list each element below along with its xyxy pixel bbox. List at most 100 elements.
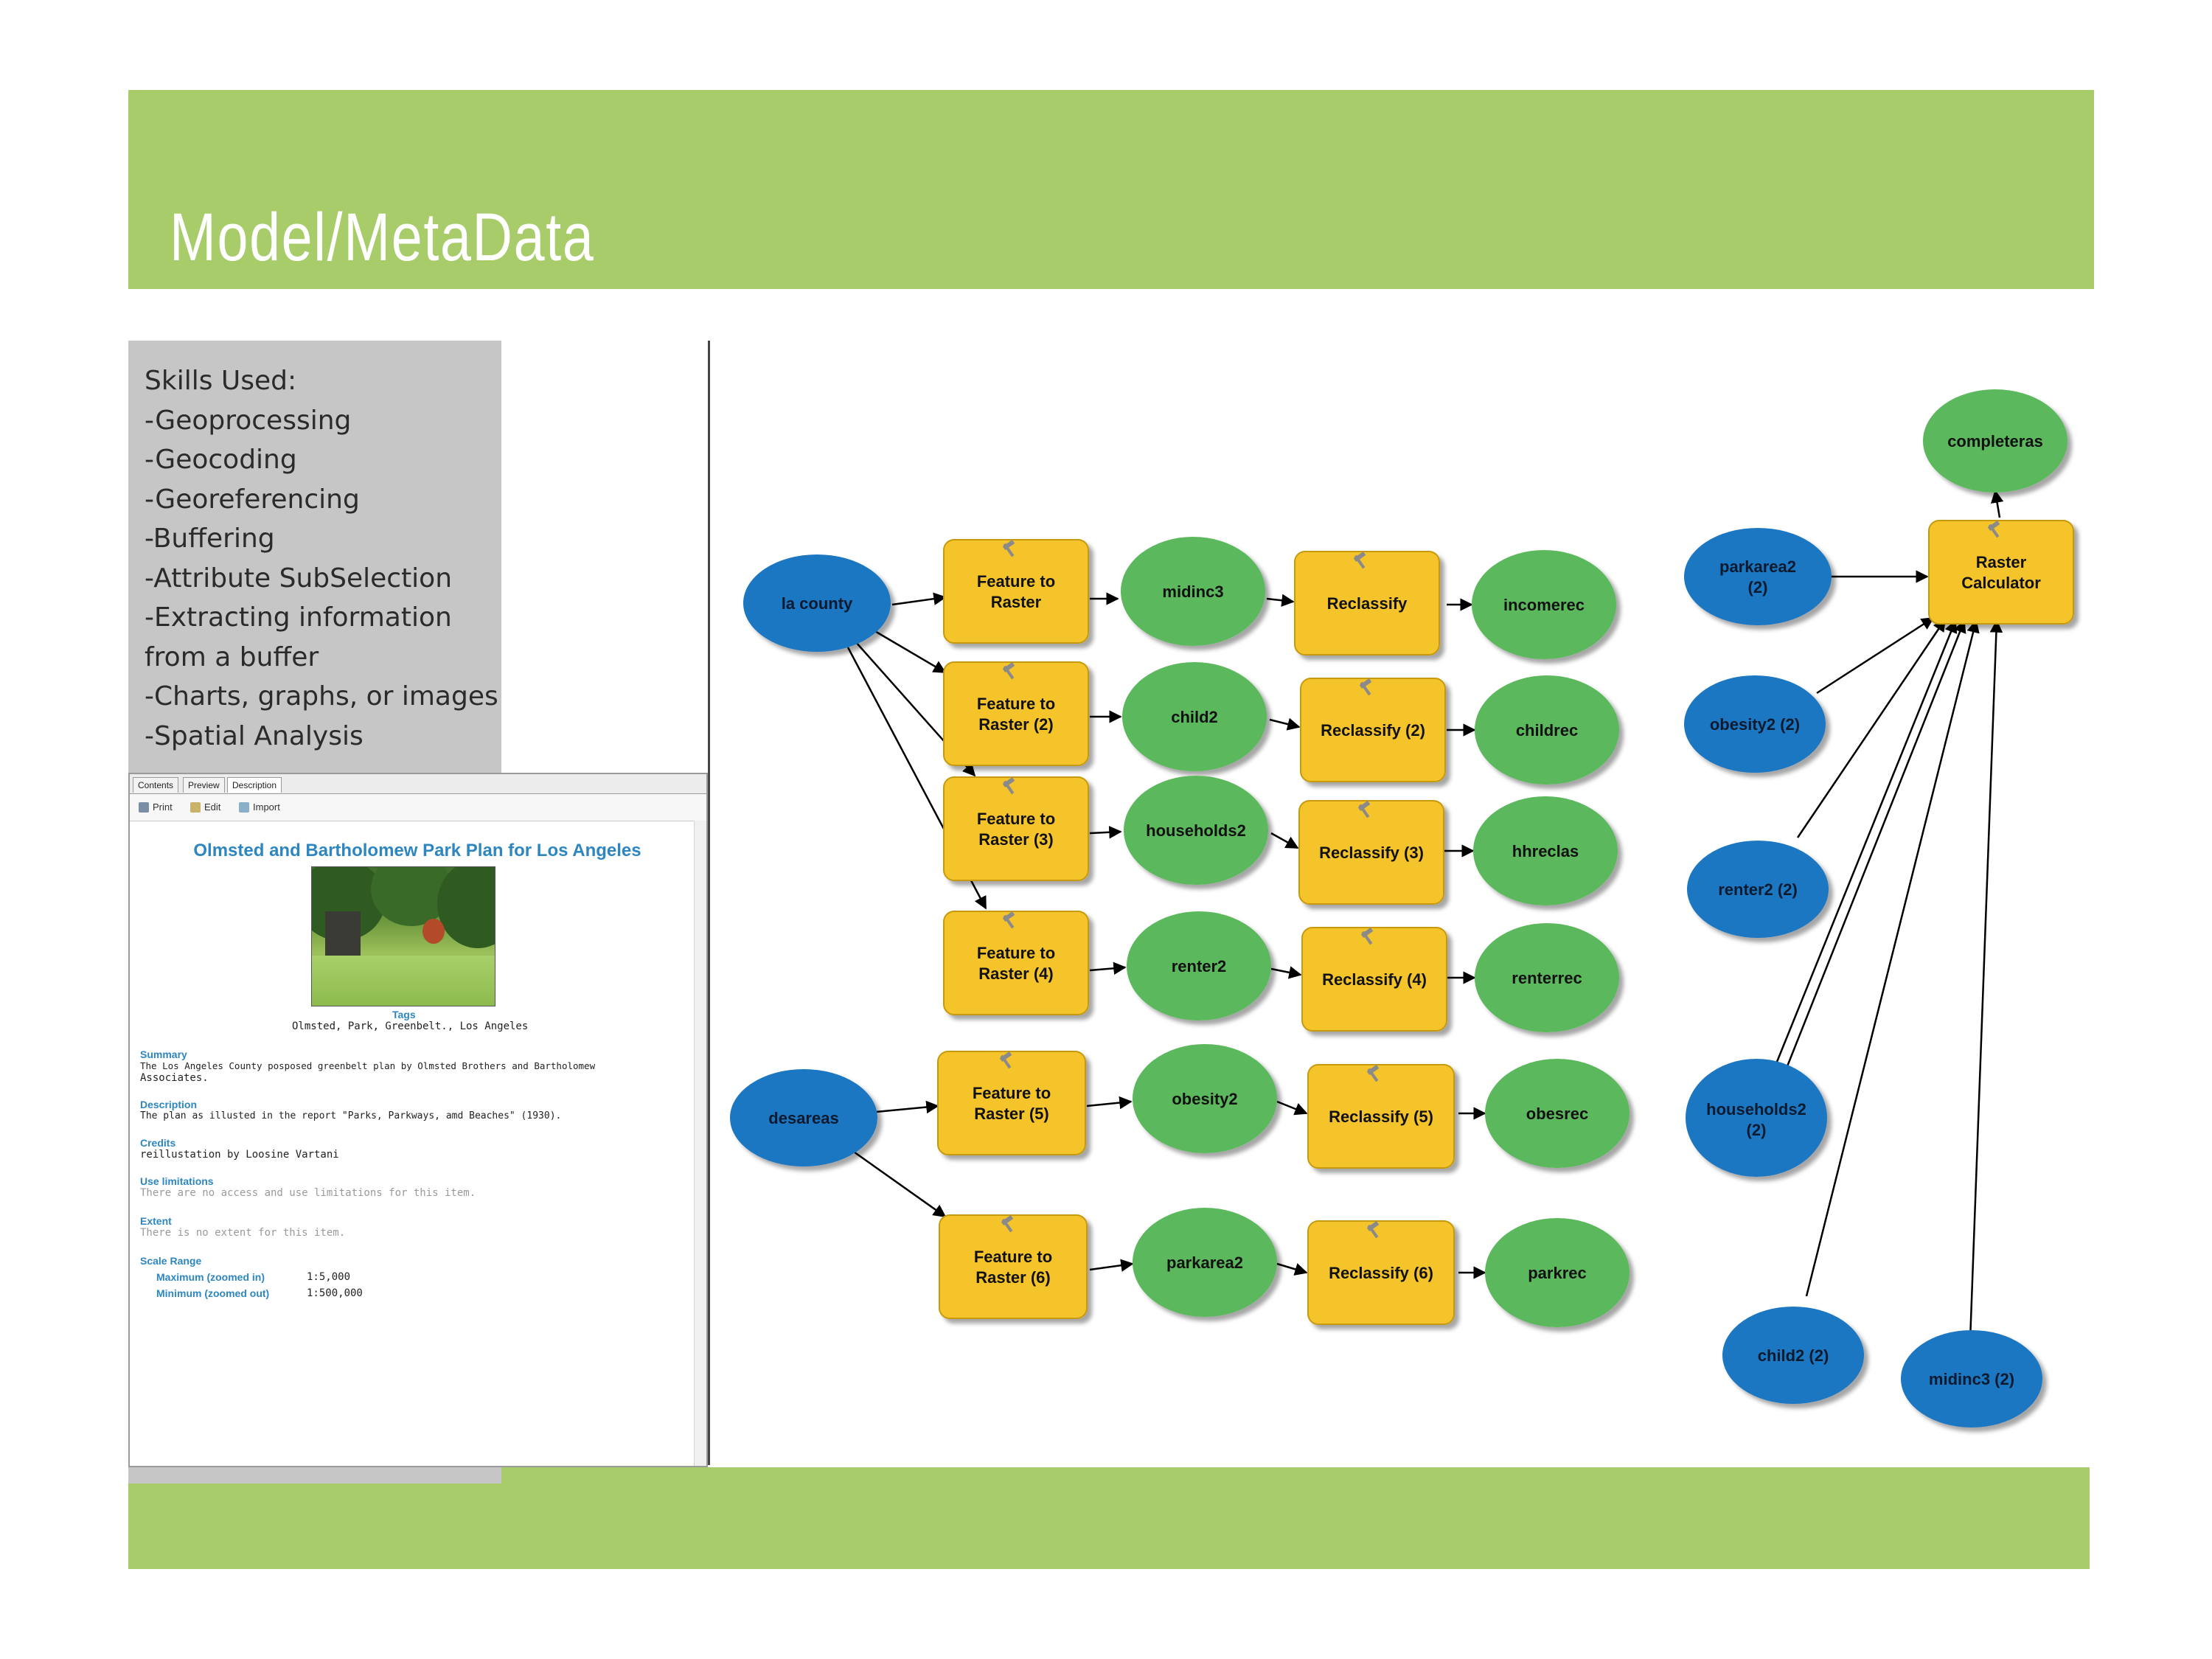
tool-feature-to-raster-2[interactable] bbox=[943, 661, 1089, 766]
output-hhreclas[interactable] bbox=[1473, 796, 1618, 905]
node-label: (2) bbox=[1747, 1121, 1767, 1139]
node-label: obesity2 (2) bbox=[1710, 715, 1800, 734]
node-label: desareas bbox=[768, 1109, 838, 1127]
node-label: Reclassify (6) bbox=[1329, 1264, 1433, 1282]
input-child2-2[interactable] bbox=[1722, 1307, 1864, 1404]
tool-raster-calculator[interactable] bbox=[1928, 520, 2074, 625]
skill-item: -Charts, graphs, or images bbox=[145, 681, 498, 712]
node-label: childrec bbox=[1516, 721, 1578, 740]
node-label: incomerec bbox=[1503, 596, 1585, 614]
input-households2-2[interactable] bbox=[1686, 1059, 1827, 1177]
node-label: households2 bbox=[1146, 821, 1246, 840]
input-desareas[interactable] bbox=[730, 1069, 877, 1166]
hammer-icon bbox=[1366, 1064, 1380, 1082]
connector bbox=[851, 1149, 947, 1218]
output-parkrec[interactable] bbox=[1485, 1218, 1630, 1327]
skill-item: from a buffer bbox=[145, 641, 319, 672]
hammer-icon bbox=[999, 1051, 1012, 1069]
output-midinc3[interactable] bbox=[1121, 537, 1265, 646]
catalog-scrollbar[interactable] bbox=[694, 821, 706, 1466]
hammer-icon bbox=[1002, 661, 1015, 680]
import-icon bbox=[239, 802, 249, 813]
node-label: obesity2 bbox=[1172, 1090, 1237, 1108]
skills-list: Skills Used: -Geoprocessing -Geocoding -… bbox=[145, 361, 506, 756]
tool-feature-to-raster-6[interactable] bbox=[939, 1214, 1088, 1319]
input-obesity2-2[interactable] bbox=[1684, 675, 1826, 773]
connector bbox=[1270, 832, 1299, 849]
skill-item: -Georeferencing bbox=[145, 484, 360, 515]
connector bbox=[873, 629, 947, 674]
node-label: (2) bbox=[1748, 578, 1768, 597]
output-completeras[interactable] bbox=[1923, 389, 2067, 493]
skill-item: -Buffering bbox=[145, 524, 275, 554]
node-label: Reclassify (4) bbox=[1322, 970, 1427, 989]
connector bbox=[1089, 826, 1122, 839]
tab-description[interactable]: Description bbox=[227, 777, 282, 793]
catalog-toolbar: Print Edit Import bbox=[130, 794, 706, 821]
edit-button[interactable]: Edit bbox=[190, 800, 220, 815]
node-label: obesrec bbox=[1526, 1105, 1588, 1123]
connector bbox=[1269, 717, 1301, 731]
hammer-icon bbox=[1002, 911, 1015, 929]
output-child2[interactable] bbox=[1122, 662, 1267, 771]
tool-reclassify[interactable] bbox=[1294, 551, 1440, 655]
input-la-county[interactable] bbox=[743, 554, 891, 652]
hammer-icon bbox=[1357, 800, 1371, 818]
tags-value: Olmsted, Park, Greenbelt., Los Angeles bbox=[292, 1020, 529, 1032]
tool-feature-to-raster-4[interactable] bbox=[943, 911, 1089, 1015]
tool-reclassify-5[interactable] bbox=[1307, 1064, 1455, 1169]
node-label: midinc3 (2) bbox=[1929, 1370, 2014, 1388]
input-midinc3-2[interactable] bbox=[1901, 1330, 2042, 1427]
node-label: parkarea2 bbox=[1166, 1253, 1243, 1272]
tab-preview[interactable]: Preview bbox=[183, 777, 225, 793]
connector bbox=[1276, 1100, 1308, 1116]
node-label: Raster bbox=[991, 593, 1042, 611]
hammer-icons bbox=[999, 520, 2000, 1239]
connector bbox=[1266, 594, 1295, 607]
output-obesity2[interactable] bbox=[1133, 1044, 1277, 1153]
description-value: The plan as illusted in the report "Park… bbox=[140, 1110, 562, 1121]
connector bbox=[1796, 618, 1947, 838]
document-title: Olmsted and Bartholomew Park Plan for Lo… bbox=[193, 841, 641, 860]
tool-feature-to-raster-5[interactable] bbox=[937, 1051, 1086, 1155]
footer-band bbox=[128, 1467, 2090, 1569]
output-obesrec[interactable] bbox=[1485, 1059, 1630, 1168]
extent-label: Extent bbox=[140, 1215, 172, 1227]
output-renter2[interactable] bbox=[1127, 911, 1271, 1020]
node-label: Feature to bbox=[977, 944, 1055, 962]
output-childrec[interactable] bbox=[1475, 675, 1619, 785]
input-parkarea2-2[interactable] bbox=[1684, 528, 1832, 625]
node-label: midinc3 bbox=[1162, 582, 1223, 601]
output-renterrec[interactable] bbox=[1475, 923, 1619, 1032]
output-parkarea2[interactable] bbox=[1133, 1208, 1277, 1317]
tool-reclassify-6[interactable] bbox=[1307, 1220, 1455, 1325]
connector bbox=[875, 1100, 939, 1114]
tool-feature-to-raster[interactable] bbox=[943, 539, 1089, 644]
hammer-icon bbox=[1002, 776, 1015, 795]
node-label: la county bbox=[782, 594, 853, 613]
tab-contents[interactable]: Contents bbox=[133, 777, 179, 793]
print-button[interactable]: Print bbox=[139, 800, 173, 815]
connector bbox=[1969, 619, 2003, 1341]
hammer-icon bbox=[1359, 678, 1372, 696]
connector bbox=[1786, 619, 1966, 1067]
output-households2[interactable] bbox=[1124, 776, 1268, 885]
connector bbox=[1276, 1262, 1308, 1276]
node-label: Raster bbox=[1976, 553, 2027, 571]
tool-reclassify-4[interactable] bbox=[1301, 927, 1447, 1032]
import-button[interactable]: Import bbox=[239, 800, 280, 815]
summary-label: Summary bbox=[140, 1048, 187, 1060]
skills-heading: Skills Used: bbox=[145, 366, 297, 396]
tool-reclassify-2[interactable] bbox=[1300, 678, 1446, 782]
connector bbox=[1089, 961, 1127, 975]
connector bbox=[1270, 966, 1302, 979]
tool-feature-to-raster-3[interactable] bbox=[943, 776, 1089, 881]
input-renter2-2[interactable] bbox=[1687, 841, 1829, 938]
node-label: Feature to bbox=[977, 810, 1055, 828]
tool-reclassify-3[interactable] bbox=[1298, 800, 1444, 905]
connector bbox=[891, 592, 947, 606]
node-label: Feature to bbox=[977, 695, 1055, 713]
output-incomerec[interactable] bbox=[1472, 550, 1616, 659]
hammer-icon bbox=[1353, 551, 1366, 569]
node-label: Raster (3) bbox=[978, 830, 1053, 849]
